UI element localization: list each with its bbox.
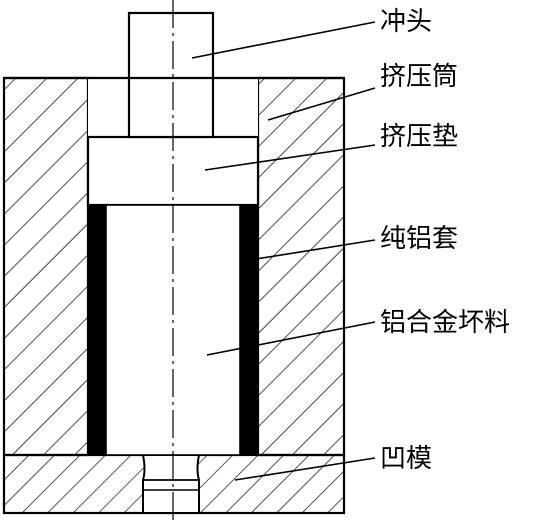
leader-sleeve xyxy=(249,239,376,261)
label-pad: 挤压垫 xyxy=(380,122,458,152)
container-right-wall xyxy=(256,76,346,457)
label-sleeve: 纯铝套 xyxy=(380,224,458,254)
leader-punch xyxy=(191,21,376,59)
punch xyxy=(127,11,215,139)
leader-container xyxy=(267,87,376,121)
label-container: 挤压筒 xyxy=(380,62,458,92)
label-die: 凹模 xyxy=(380,444,432,474)
label-billet: 铝合金坏料 xyxy=(380,308,510,338)
leader-die xyxy=(234,457,376,481)
container-left-wall xyxy=(2,76,90,457)
aluminium-sleeve xyxy=(88,205,258,455)
leader-pad xyxy=(204,144,376,171)
die-plate xyxy=(2,453,346,515)
die-orifice xyxy=(141,454,201,514)
label-punch: 冲头 xyxy=(380,7,432,37)
leader-billet xyxy=(206,321,376,356)
